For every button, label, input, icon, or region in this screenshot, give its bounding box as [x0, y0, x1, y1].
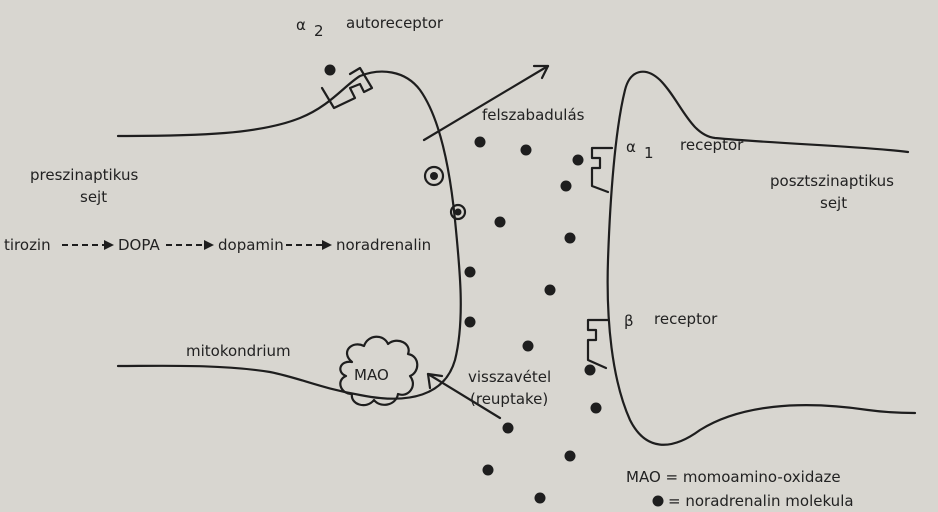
- alpha2-symbol: α: [296, 16, 306, 34]
- legend-dot-label: = noradrenalin molekula: [668, 492, 854, 510]
- molecule-dot: [573, 155, 584, 166]
- legend-dot-icon: [653, 496, 664, 507]
- alpha1-label: receptor: [680, 136, 744, 154]
- postsynaptic-label-line1: posztszinaptikus: [770, 172, 894, 190]
- alpha2-label: autoreceptor: [346, 14, 444, 32]
- noradrenalin-molecules: [465, 137, 602, 504]
- pathway-dopamine: dopamin: [218, 236, 284, 254]
- reuptake-label-line1: visszavétel: [468, 368, 551, 386]
- pathway-dopa: DOPA: [118, 236, 160, 254]
- molecule-dot: [545, 285, 556, 296]
- alpha1-subscript: 1: [644, 144, 654, 162]
- molecule-dot: [503, 423, 514, 434]
- molecule-dot: [565, 233, 576, 244]
- pathway-arrowhead-1: [104, 240, 114, 250]
- alpha1-receptor-shape: [592, 148, 612, 192]
- molecule-dot: [523, 341, 534, 352]
- alpha2-subscript: 2: [314, 22, 324, 40]
- molecule-dot: [483, 465, 494, 476]
- mitochondrium-label: mitokondrium: [186, 342, 291, 360]
- molecule-dot: [521, 145, 532, 156]
- postsynaptic-membrane: [608, 72, 915, 445]
- vesicle-1-core: [430, 172, 438, 180]
- vesicle-2-core: [455, 209, 462, 216]
- legend-mao: MAO = momoamino-oxidaze: [626, 468, 841, 486]
- bound-noradrenalin-dot: [325, 65, 336, 76]
- release-arrow-line: [424, 66, 548, 140]
- molecule-dot: [565, 451, 576, 462]
- molecule-dot: [465, 317, 476, 328]
- molecule-dot: [475, 137, 486, 148]
- beta-receptor-shape: [588, 320, 608, 368]
- mao-label: MAO: [354, 366, 389, 384]
- presynaptic-label-line1: preszinaptikus: [30, 166, 138, 184]
- postsynaptic-label-line2: sejt: [820, 194, 847, 212]
- pathway-arrowhead-2: [204, 240, 214, 250]
- molecule-dot: [585, 365, 596, 376]
- beta-label: receptor: [654, 310, 718, 328]
- pathway-arrowhead-3: [322, 240, 332, 250]
- pathway-noradrenalin: noradrenalin: [336, 236, 431, 254]
- molecule-dot: [465, 267, 476, 278]
- presynaptic-label-line2: sejt: [80, 188, 107, 206]
- molecule-dot: [495, 217, 506, 228]
- molecule-dot: [561, 181, 572, 192]
- molecule-dot: [535, 493, 546, 504]
- molecule-dot: [591, 403, 602, 414]
- beta-symbol: β: [624, 312, 634, 330]
- release-label: felszabadulás: [482, 106, 585, 124]
- reuptake-label-line2: (reuptake): [470, 390, 548, 408]
- alpha1-symbol: α: [626, 138, 636, 156]
- pathway-tyrosine: tirozin: [4, 236, 51, 254]
